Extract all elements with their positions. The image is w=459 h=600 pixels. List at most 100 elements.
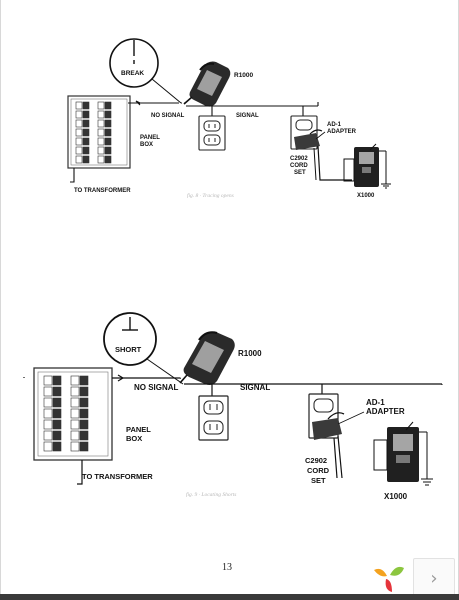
breaker-switch: [43, 430, 53, 441]
panel-box: PANEL BOX: [67, 95, 160, 169]
breaker-switch: [52, 397, 62, 408]
ad1-label-line1: AD-1: [327, 122, 342, 128]
x1000-label: X1000: [384, 492, 408, 501]
breaker-switch: [75, 101, 83, 110]
chevron-right-icon: ›: [430, 567, 438, 589]
next-page-button[interactable]: ›: [413, 558, 455, 598]
breaker-switch: [75, 146, 83, 155]
breaker-switch: [79, 386, 89, 397]
breaker-switch: [104, 146, 112, 155]
breaker-switch: [82, 119, 90, 128]
breaker-switch: [97, 155, 105, 164]
app-logo-icon: [374, 566, 404, 592]
to-transformer-label: TO TRANSFORMER: [82, 472, 153, 481]
ad1-label-line1: AD-1: [366, 398, 385, 407]
x1000-transmitter: X1000: [373, 384, 443, 501]
breaker-switch: [104, 137, 112, 146]
no-signal-label: NO SIGNAL: [134, 383, 179, 392]
wall-outlet: [198, 395, 229, 441]
cord-label-line2: CORD: [290, 163, 308, 169]
breaker-switch: [97, 137, 105, 146]
page-number: 13: [222, 562, 232, 573]
breaker-switch: [70, 397, 80, 408]
breaker-switch: [75, 128, 83, 137]
breaker-switch: [82, 128, 90, 137]
breaker-switch: [97, 101, 105, 110]
breaker-switch: [52, 419, 62, 430]
short-magnifier: SHORT: [103, 312, 184, 385]
breaker-switch: [75, 137, 83, 146]
breaker-switch: [75, 110, 83, 119]
circuit-wires: [23, 374, 442, 485]
break-magnifier: BREAK: [109, 38, 182, 104]
panel-box: PANEL BOX: [33, 367, 151, 461]
r1000-label: R1000: [238, 349, 262, 358]
breaker-switch: [70, 375, 80, 386]
breaker-switch: [52, 375, 62, 386]
figure-caption: fig. 9 · Locating Shorts: [186, 491, 236, 498]
signal-label: SIGNAL: [236, 113, 259, 119]
r1000-label: R1000: [234, 72, 254, 79]
outlet-with-adapter: [308, 393, 345, 440]
breaker-switch: [82, 101, 90, 110]
r1000-tracer-device: R1000: [179, 331, 262, 385]
breaker-switch: [75, 155, 83, 164]
breaker-switch: [79, 430, 89, 441]
short-label: SHORT: [115, 345, 142, 354]
breaker-switch: [70, 441, 80, 452]
breaker-switch: [52, 408, 62, 419]
breaker-switch: [70, 386, 80, 397]
breaker-switch: [43, 397, 53, 408]
ad1-label-line2: ADAPTER: [366, 407, 405, 416]
breaker-switch: [79, 408, 89, 419]
diagram-open-tracing: BREAK R1000 PANEL BOX: [67, 38, 391, 199]
breaker-switch: [79, 441, 89, 452]
breaker-switch: [104, 128, 112, 137]
breaker-switch: [43, 441, 53, 452]
breaker-switch: [43, 408, 53, 419]
figure-caption: fig. 8 · Tracing opens: [187, 192, 234, 199]
page-border-left: [0, 0, 1, 600]
to-transformer-label: TO TRANSFORMER: [74, 188, 131, 194]
cord-label-line2: CORD: [307, 466, 330, 475]
wall-outlet: [198, 115, 226, 151]
diagram-locating-shorts: SHORT R1000 PANEL BOX: [23, 312, 443, 501]
breaker-switch: [43, 375, 53, 386]
breaker-switch: [104, 110, 112, 119]
breaker-switch: [104, 155, 112, 164]
breaker-switch: [79, 397, 89, 408]
breaker-switch: [82, 110, 90, 119]
ad1-label-line2: ADAPTER: [327, 129, 357, 135]
breaker-switch: [82, 146, 90, 155]
x1000-label: X1000: [357, 193, 375, 199]
x1000-transmitter: X1000: [343, 143, 391, 199]
signal-label: SIGNAL: [240, 383, 270, 392]
outlet-with-adapter: [290, 115, 323, 150]
breaker-switch: [104, 119, 112, 128]
cord-label-line3: SET: [294, 170, 306, 176]
breaker-switch: [82, 155, 90, 164]
c2902-cord: [317, 145, 352, 181]
panel-label-line1: PANEL: [140, 135, 160, 141]
c2902-cord: [333, 435, 343, 479]
breaker-switch: [79, 375, 89, 386]
breaker-array: [43, 375, 89, 452]
circuit-wires: [70, 100, 319, 183]
cord-label-line3: SET: [311, 476, 326, 485]
breaker-switch: [52, 430, 62, 441]
cord-label-line1: C2902: [290, 156, 308, 162]
breaker-switch: [97, 119, 105, 128]
cord-label-line1: C2902: [305, 456, 327, 465]
bottom-toolbar-strip: [0, 594, 459, 600]
breaker-switch: [97, 128, 105, 137]
breaker-switch: [70, 430, 80, 441]
panel-label-line2: BOX: [140, 142, 153, 148]
breaker-switch: [52, 386, 62, 397]
breaker-switch: [97, 146, 105, 155]
breaker-switch: [52, 441, 62, 452]
breaker-switch: [70, 419, 80, 430]
panel-label-line2: BOX: [126, 434, 142, 443]
breaker-switch: [97, 110, 105, 119]
